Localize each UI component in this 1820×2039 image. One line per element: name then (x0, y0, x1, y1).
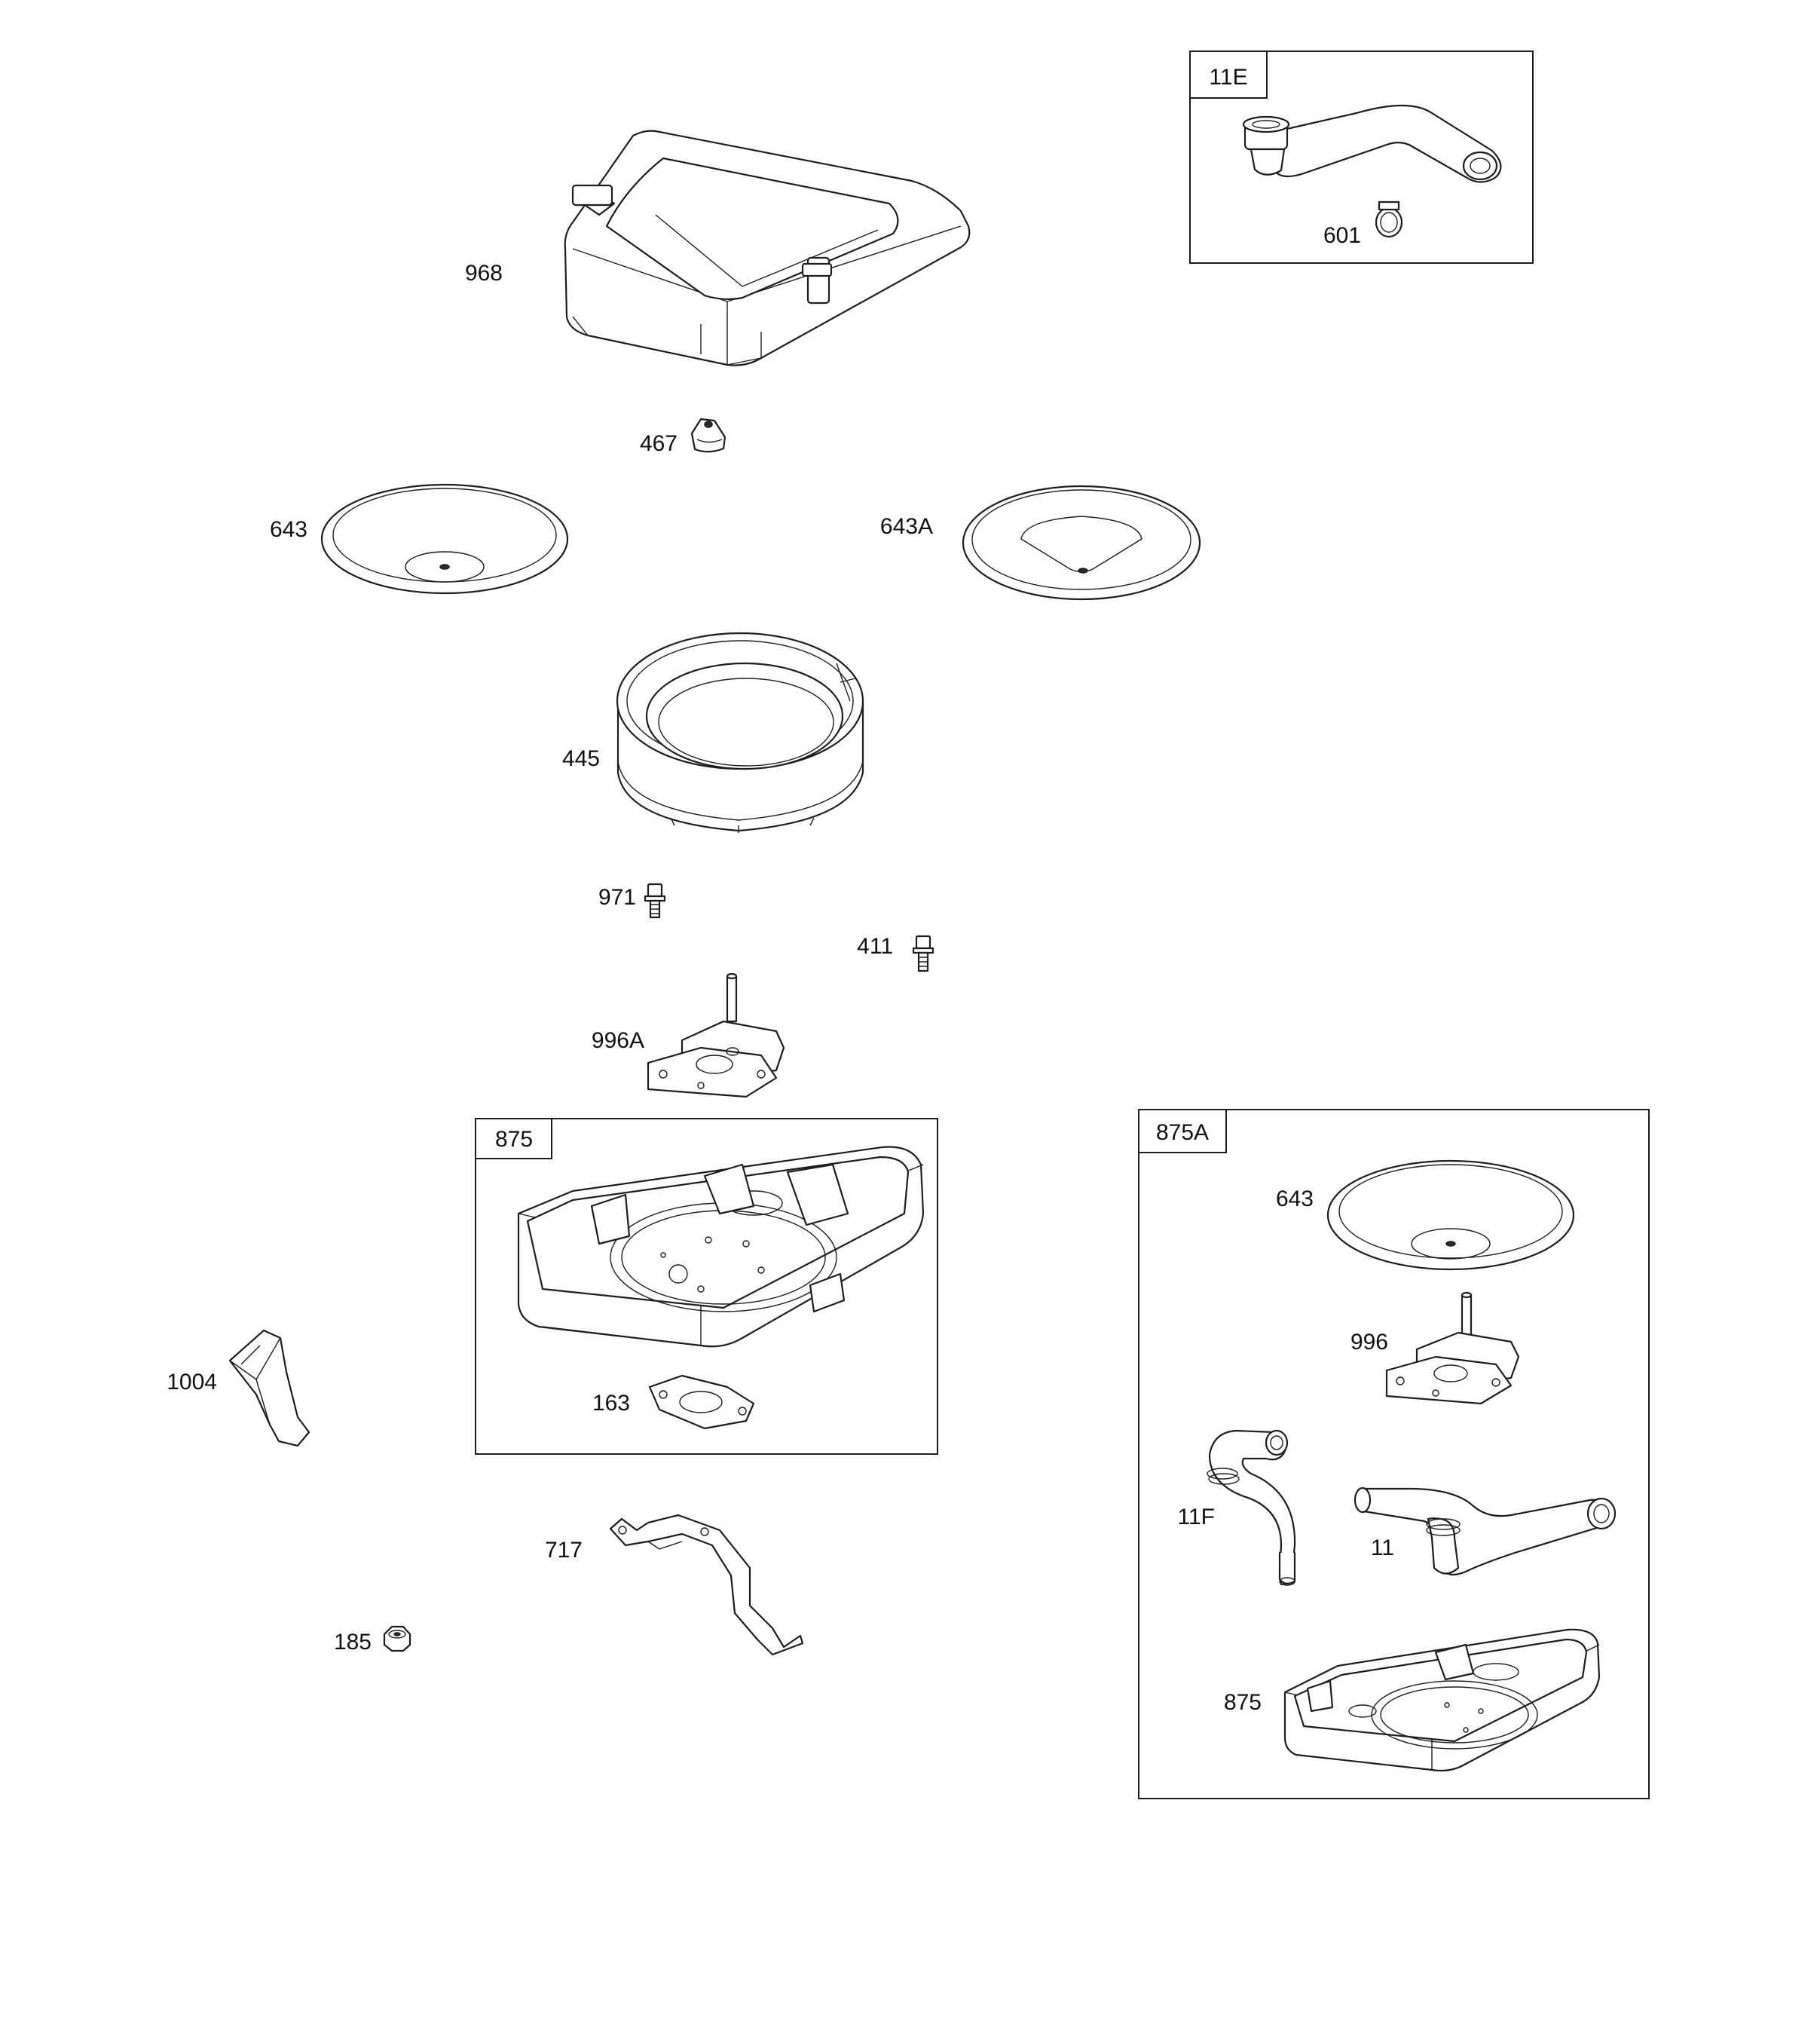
part-11e-tube-drawing (1242, 104, 1502, 183)
callout-643: 643 (270, 517, 307, 542)
callout-163: 163 (592, 1391, 630, 1416)
kit-box-875: 875 (475, 1118, 938, 1455)
kit-callout-11: 11 (1371, 1535, 1394, 1560)
callout-445: 445 (562, 746, 600, 771)
callout-601: 601 (1323, 223, 1361, 248)
callout-185: 185 (334, 1630, 372, 1655)
callout-411: 411 (857, 934, 893, 959)
kit-callout-11f: 11F (1178, 1505, 1215, 1529)
part-971-bolt-drawing (644, 883, 666, 919)
kit-label-11e: 11E (1209, 65, 1247, 90)
callout-467: 467 (640, 431, 678, 456)
callout-996a: 996A (592, 1028, 644, 1053)
part-445-filter-drawing (616, 632, 864, 833)
part-1004-duct-drawing (228, 1329, 310, 1447)
part-601-clamp-drawing (1375, 201, 1403, 238)
part-185-nut-drawing (383, 1625, 411, 1652)
kit-part-996-bracket-drawing (1385, 1291, 1520, 1405)
kit-part-11-tube-drawing (1354, 1486, 1617, 1576)
kit-label-875a: 875A (1156, 1120, 1209, 1145)
kit-box-875a: 875A (1138, 1109, 1650, 1799)
part-996a-bracket-drawing (647, 972, 785, 1098)
part-717-bracket-drawing (609, 1514, 804, 1656)
part-411-bolt-drawing (912, 935, 934, 972)
part-643-precleaner-drawing (320, 483, 569, 595)
callout-643a: 643A (880, 514, 933, 539)
callout-1004: 1004 (167, 1370, 217, 1395)
part-163-gasket-drawing (648, 1374, 755, 1430)
kit-callout-875: 875 (1224, 1690, 1262, 1715)
part-968-cover-drawing (564, 130, 971, 366)
part-875-base-drawing (517, 1146, 925, 1348)
kit-callout-996: 996 (1350, 1330, 1388, 1355)
kit-part-643-precleaner-drawing (1326, 1159, 1575, 1271)
callout-968: 968 (465, 261, 503, 286)
callout-717: 717 (545, 1538, 583, 1563)
part-643a-precleaner-drawing (962, 485, 1201, 601)
callout-971: 971 (598, 885, 636, 910)
kit-callout-643: 643 (1276, 1186, 1314, 1211)
kit-part-875-base-drawing (1283, 1628, 1601, 1772)
kit-part-11f-tube-drawing (1207, 1429, 1296, 1586)
part-467-knob-drawing (690, 418, 726, 453)
kit-label-875: 875 (495, 1127, 533, 1152)
kit-box-11e: 11E (1189, 51, 1534, 264)
